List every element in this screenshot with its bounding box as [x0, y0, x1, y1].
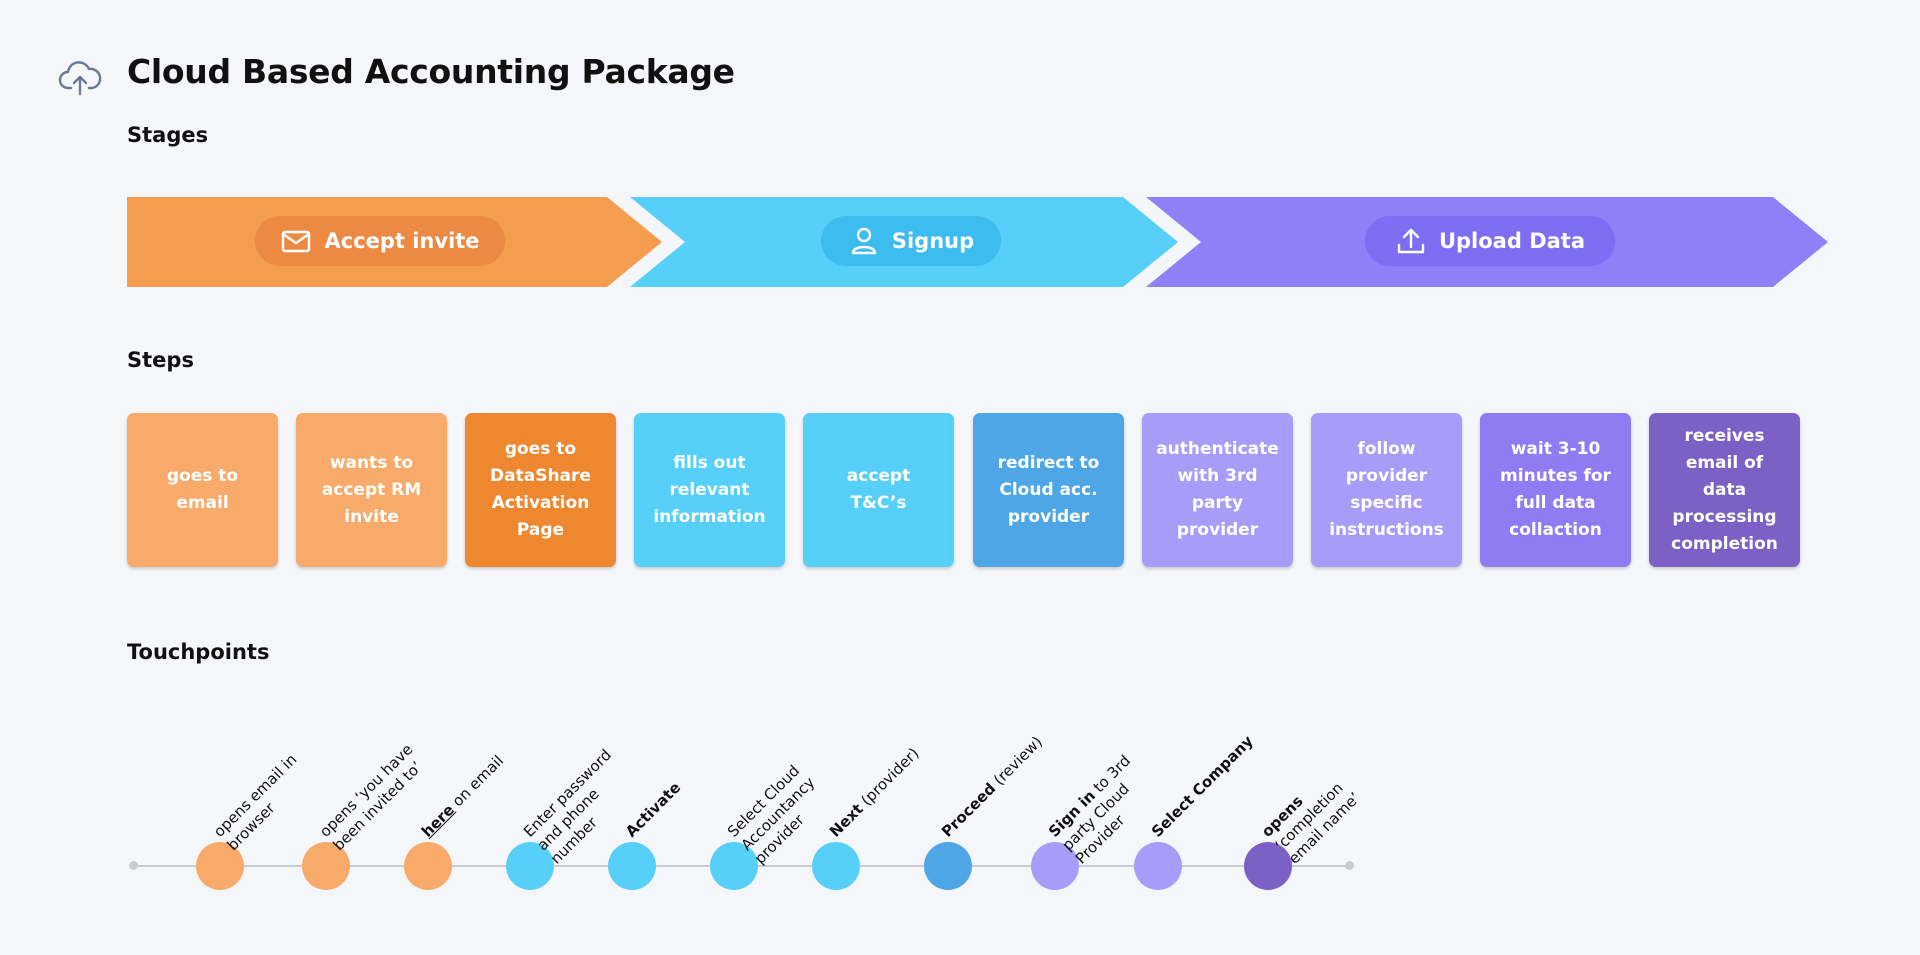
stage-label: Signup	[891, 229, 975, 253]
touchpoint-dot	[812, 842, 860, 890]
step-card: authenticate with 3rd party provider	[1142, 413, 1293, 567]
user-icon	[851, 227, 877, 255]
step-text: follow provider specific instructions	[1329, 439, 1444, 540]
upload-icon	[1397, 228, 1425, 254]
touchpoint-dot	[302, 842, 350, 890]
touchpoint-dot	[1134, 842, 1182, 890]
touchpoint-dot	[1031, 842, 1079, 890]
step-card: goes to email	[127, 413, 278, 567]
touchpoint-label: opens ‘you have been invited to’	[316, 740, 426, 855]
touchpoint-dot	[710, 842, 758, 890]
touchpoint-dot	[196, 842, 244, 890]
step-text: wants to accept RM invite	[321, 452, 422, 527]
stage-label: Upload Data	[1438, 229, 1586, 253]
step-text: accept T&C’s	[846, 466, 911, 513]
touchpoint-dot	[404, 842, 452, 890]
timeline-start-dot	[129, 861, 138, 870]
step-text: wait 3-10 minutes for full data collacti…	[1500, 439, 1611, 540]
stage-pill-upload-data: Upload Data	[1365, 216, 1615, 266]
page-title: Cloud Based Accounting Package	[127, 52, 735, 91]
stage-label: Accept invite	[324, 229, 480, 253]
touchpoints-heading: Touchpoints	[127, 640, 270, 664]
timeline-end-dot	[1345, 861, 1354, 870]
cloud-upload-icon	[58, 61, 102, 96]
step-card: wants to accept RM invite	[296, 413, 447, 567]
step-text: fills out relevant information	[653, 452, 766, 527]
step-card: goes to DataShare Activation Page	[465, 413, 616, 567]
touchpoint-dot	[608, 842, 656, 890]
step-card: redirect to Cloud acc. provider	[973, 413, 1124, 567]
step-card: wait 3-10 minutes for full data collacti…	[1480, 413, 1631, 567]
step-text: redirect to Cloud acc. provider	[997, 452, 1100, 527]
step-card: follow provider specific instructions	[1311, 413, 1462, 567]
step-text: authenticate with 3rd party provider	[1156, 439, 1279, 540]
step-card: accept T&C’s	[803, 413, 954, 567]
stage-pill-signup: Signup	[821, 216, 1001, 266]
touchpoint-label: Proceed (review)	[938, 732, 1047, 841]
step-text: goes to email	[166, 466, 239, 513]
step-card: fills out relevant information	[634, 413, 785, 567]
stages-heading: Stages	[127, 123, 209, 147]
step-text: goes to DataShare Activation Page	[490, 439, 591, 540]
stage-pill-accept-invite: Accept invite	[255, 216, 505, 266]
step-card: receives email of data processing comple…	[1649, 413, 1800, 567]
touchpoint-dot	[924, 842, 972, 890]
touchpoint-label: opens email in browser	[210, 750, 301, 855]
steps-heading: Steps	[127, 348, 194, 372]
touchpoint-dot	[1244, 842, 1292, 890]
step-text: receives email of data processing comple…	[1671, 425, 1778, 554]
touchpoint-dot	[506, 842, 554, 890]
mail-icon	[282, 230, 311, 253]
